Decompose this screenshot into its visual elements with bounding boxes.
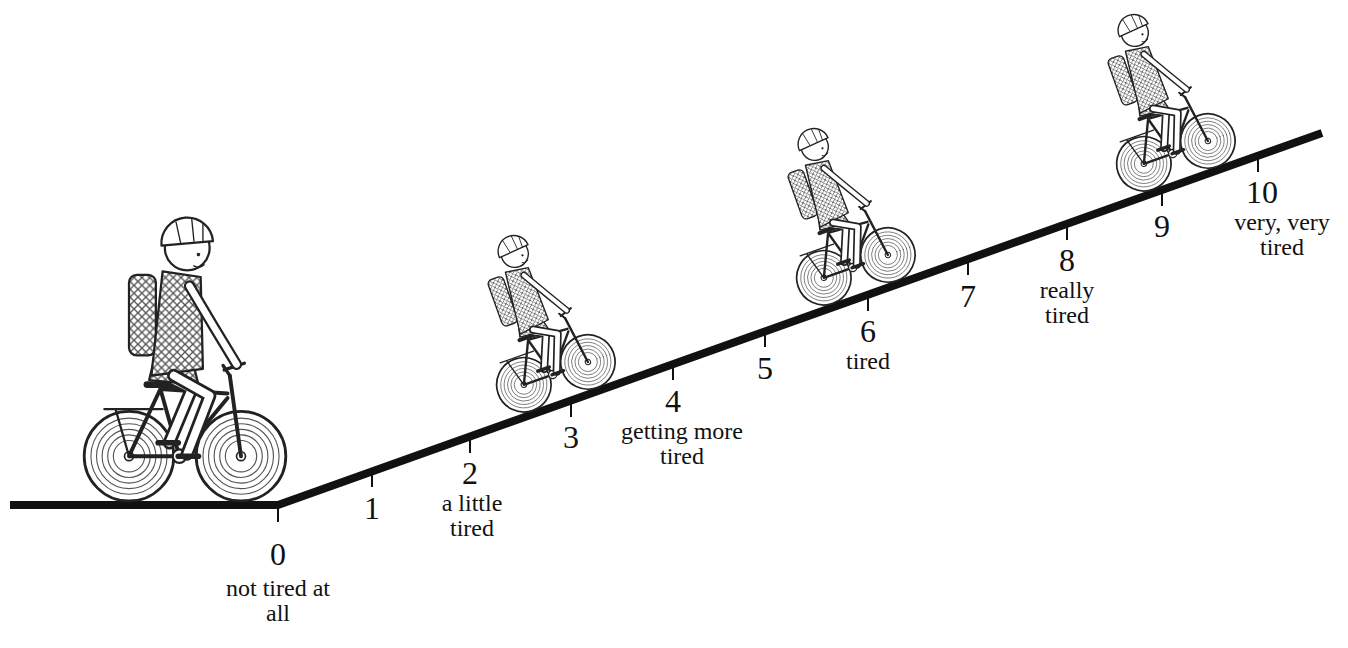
- scale-number: 3: [563, 421, 579, 455]
- level-description: getting more tired: [607, 419, 757, 469]
- scale-number: 10: [1246, 176, 1278, 210]
- scale-number: 9: [1154, 210, 1170, 244]
- cyclist-very-tired: [1070, 0, 1243, 199]
- level-description: really tired: [1026, 278, 1108, 328]
- scale-number: 0: [270, 538, 286, 572]
- scale-number: 6: [860, 315, 876, 349]
- cyclist-little-tired: [450, 216, 623, 419]
- scale-number: 1: [364, 492, 380, 526]
- level-description: tired: [828, 349, 908, 374]
- scale-ticks: [278, 156, 1258, 522]
- level-description: not tired at all: [218, 576, 338, 626]
- level-description: a little tired: [426, 491, 518, 541]
- scale-number: 4: [665, 385, 681, 419]
- level-description: very, very tired: [1222, 210, 1342, 260]
- scale-number: 8: [1059, 244, 1075, 278]
- scale-number: 7: [960, 280, 976, 314]
- scale-number: 2: [462, 457, 478, 491]
- scale-number: 5: [757, 352, 773, 386]
- slope-line: [10, 133, 1322, 505]
- cyclist-rested: [84, 218, 286, 501]
- cyclist-tired: [750, 109, 923, 312]
